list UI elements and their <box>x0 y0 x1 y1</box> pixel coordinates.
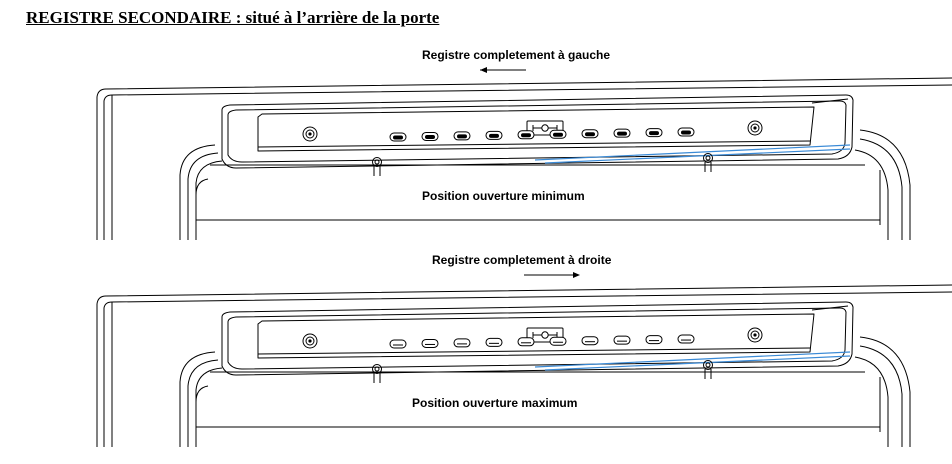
accent-line-lower <box>544 355 851 371</box>
pin-left <box>372 364 382 383</box>
pin-left <box>372 157 382 176</box>
door-corner-right-mid <box>854 356 889 447</box>
door-frame-inner <box>103 291 952 447</box>
vent-slot <box>613 128 631 138</box>
door-frame-outer <box>96 77 952 240</box>
position-label-maximum: Position ouverture maximum <box>412 396 578 410</box>
door-lip-left <box>195 385 209 403</box>
door-corner-right-mid <box>854 149 889 240</box>
register-top-rim <box>811 305 849 311</box>
vent-slot <box>581 129 599 139</box>
vent-slot <box>645 335 663 345</box>
door-assembly <box>96 284 952 447</box>
vent-slot <box>677 127 695 137</box>
door-corner-left-outer <box>179 144 216 240</box>
screw-right <box>747 120 763 136</box>
door-corner-right-outer <box>859 336 911 447</box>
vent-slot <box>581 336 599 346</box>
arrow-right-icon <box>524 272 580 278</box>
vent-slot <box>517 130 535 140</box>
register-housing-outer <box>221 94 854 169</box>
pin-right <box>703 360 713 379</box>
register-slider-tab <box>526 327 564 343</box>
vent-slot <box>421 131 439 141</box>
screw-left <box>302 126 318 142</box>
vent-slot <box>421 338 439 348</box>
accent-line-upper <box>534 144 851 161</box>
door-lip-left <box>195 178 209 196</box>
vent-slot <box>389 339 407 349</box>
door-frame-outer <box>96 284 952 447</box>
direction-label-right: Registre completement à droite <box>432 253 612 267</box>
direction-label-left: Registre completement à gauche <box>422 48 611 62</box>
door-corner-left-inner <box>187 359 219 447</box>
vent-slot <box>453 131 471 141</box>
door-corner-left-mid <box>195 367 223 447</box>
door-corner-right-inner <box>859 138 903 240</box>
door-corner-right-inner <box>859 345 903 447</box>
pin-right <box>703 153 713 172</box>
register-faceplate <box>257 313 815 359</box>
vent-slot <box>549 336 567 346</box>
door-corner-right-outer <box>859 129 911 240</box>
door-corner-left-outer <box>179 351 216 447</box>
screw-left <box>302 333 318 349</box>
door-corner-left-inner <box>187 152 219 240</box>
register-drawing-maximum <box>96 284 952 447</box>
door-assembly <box>96 77 952 240</box>
position-label-minimum: Position ouverture minimum <box>422 189 585 203</box>
register-drawing-minimum <box>96 77 952 240</box>
register-housing-inner <box>227 307 847 370</box>
arrow-left-icon <box>480 67 526 73</box>
register-top-rim <box>811 98 849 104</box>
page-title: REGISTRE SECONDAIRE : situé à l’arrière … <box>26 8 440 27</box>
vent-slot <box>485 337 503 347</box>
register-faceplate-line <box>257 140 811 148</box>
accent-line-upper <box>534 351 851 368</box>
vent-slot <box>645 128 663 138</box>
door-frame-inner <box>103 84 952 240</box>
register-slider-tab <box>526 120 564 136</box>
screw-right <box>747 327 763 343</box>
vent-slot <box>453 338 471 348</box>
vent-slot <box>549 129 567 139</box>
register-housing-outer <box>221 301 854 376</box>
register-faceplate-line <box>257 347 811 355</box>
door-corner-left-mid <box>195 160 223 240</box>
vent-slot <box>677 334 695 344</box>
accent-line-lower <box>544 148 851 164</box>
register-housing-inner <box>227 100 847 163</box>
vent-slot <box>485 130 503 140</box>
register-faceplate <box>257 106 815 152</box>
vent-slot <box>613 335 631 345</box>
vent-slot <box>389 132 407 142</box>
vent-slot <box>517 337 535 347</box>
